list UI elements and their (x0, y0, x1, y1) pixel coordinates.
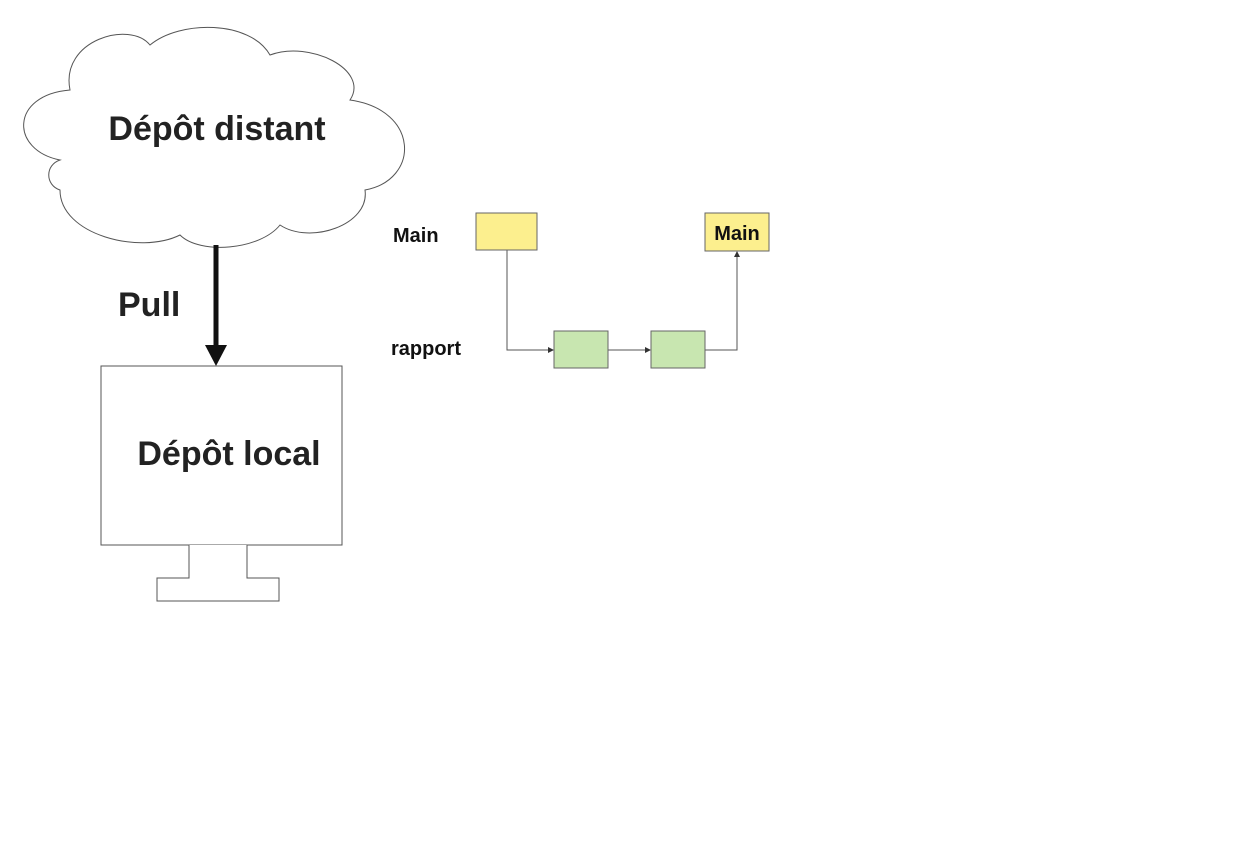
cloud-icon (23, 26, 406, 248)
main-branch-label: Main (393, 225, 439, 247)
merge-connector (705, 251, 740, 351)
rapport-commit-2 (650, 330, 706, 369)
remote-repository-label: Dépôt distant (108, 110, 325, 148)
main-commit-merged (704, 212, 770, 252)
branch-graph: Main rapport Main (391, 212, 770, 369)
rapport-commit-1 (553, 330, 609, 369)
branch-off-connector (506, 250, 554, 353)
monitor-stand (156, 545, 280, 602)
pull-label: Pull (118, 286, 180, 324)
monitor-icon (100, 365, 343, 546)
rapport-branch-label: rapport (391, 338, 461, 360)
remote-repository-cloud: Dépôt distant (23, 26, 406, 248)
local-repository-monitor: Dépôt local (100, 365, 343, 602)
arrow-down-icon (205, 345, 227, 366)
local-repository-label: Dépôt local (137, 435, 320, 473)
main-commit-start (475, 212, 538, 251)
main-tip-label: Main (714, 223, 760, 245)
pull-arrow (205, 245, 227, 366)
